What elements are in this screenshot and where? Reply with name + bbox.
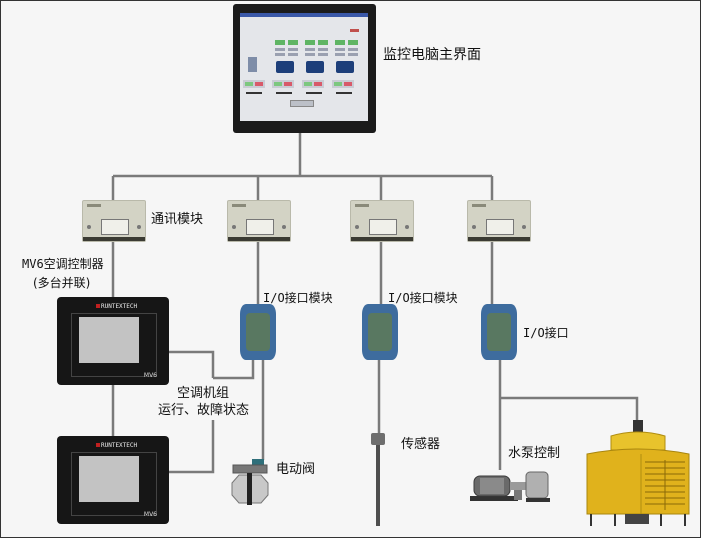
controller-icon: RUNTEXTECH MV6 [57,436,169,524]
ac-status-label-line2: 运行、故障状态 [158,403,250,418]
controller-group-sublabel: (多台并联) [33,276,91,290]
monitor-label: 监控电脑主界面 [383,47,481,63]
controller-icon: RUNTEXTECH MV6 [57,297,169,385]
cooling-tower-icon [586,420,690,526]
io-module-icon [240,304,276,360]
controller-model: MV6 [143,372,157,379]
io-module-icon [362,304,398,360]
sensor-probe [376,445,380,526]
io-interface-label: I/O接口 [523,326,569,340]
sensor-label: 传感器 [401,437,441,452]
monitor-icon [233,4,376,133]
comm-module-icon [467,200,531,242]
wire-io1-status [213,360,255,380]
wire-ctrl1-status [166,350,215,474]
valve-label: 电动阀 [276,462,316,477]
io-module-label: I/O接口模块 [263,291,333,305]
comm-module-icon [350,200,414,242]
controller-model: MV6 [143,511,157,518]
sensor-icon [371,433,385,445]
controller-brand: RUNTEXTECH [101,303,138,310]
electric-valve-icon [231,459,269,505]
comm-module-icon [227,200,291,242]
pump-label: 水泵控制 [508,446,561,461]
comm-module-label: 通讯模块 [151,212,204,227]
water-pump-icon [470,471,550,502]
controller-group-label: MV6空调控制器 [22,257,104,271]
ac-status-label-line1: 空调机组 [177,386,230,401]
io-module-icon [481,304,517,360]
controller-brand: RUNTEXTECH [101,442,138,449]
monitor-screen [240,13,368,121]
io-module-label: I/O接口模块 [388,291,458,305]
comm-module-icon [82,200,146,242]
